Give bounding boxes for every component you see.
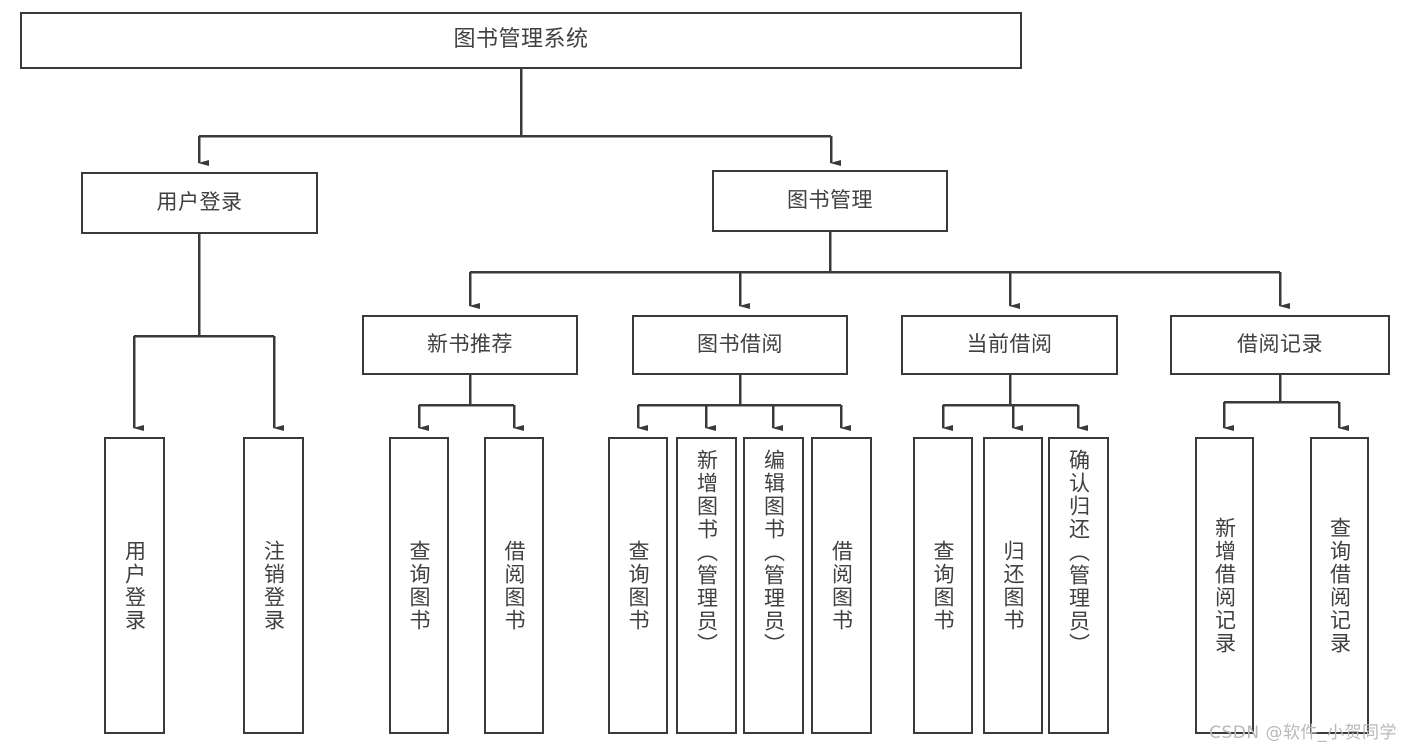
node-label: 编辑图书（管理员） [761,449,786,656]
leaf-book-borrow-edit[interactable]: 编辑图书（管理员） [743,437,804,734]
csdn-watermark: CSDN @软件_小贺同学 [1209,723,1397,743]
node-label: 借阅记录 [1237,332,1323,357]
leaf-book-borrow-borrow[interactable]: 借阅图书 [811,437,872,734]
leaf-borrow-record-add[interactable]: 新增借阅记录 [1195,437,1254,734]
leaf-borrow-record-query[interactable]: 查询借阅记录 [1310,437,1369,734]
node-label: 图书管理 [787,188,873,213]
node-label: 查询图书 [931,539,956,632]
node-label: 新增图书（管理员） [694,449,719,656]
node-book-management[interactable]: 图书管理 [712,170,948,232]
node-current-borrow[interactable]: 当前借阅 [901,315,1118,375]
node-label: 确认归还（管理员） [1066,449,1091,656]
node-label: 查询图书 [626,539,651,632]
node-label: 用户登录 [122,539,147,632]
node-label: 查询图书 [407,539,432,632]
node-root-book-management-system[interactable]: 图书管理系统 [20,12,1022,69]
node-label: 注销登录 [261,539,286,632]
leaf-current-borrow-return[interactable]: 归还图书 [983,437,1043,734]
leaf-user-login-logout[interactable]: 注销登录 [243,437,304,734]
leaf-current-borrow-confirm-return[interactable]: 确认归还（管理员） [1048,437,1109,734]
node-borrow-record[interactable]: 借阅记录 [1170,315,1390,375]
node-new-book-recommend[interactable]: 新书推荐 [362,315,578,375]
node-label: 新书推荐 [427,332,513,357]
leaf-book-borrow-add[interactable]: 新增图书（管理员） [676,437,737,734]
node-label: 用户登录 [156,190,243,215]
node-label: 图书借阅 [697,332,783,357]
node-label: 借阅图书 [502,539,527,632]
node-label: 图书管理系统 [453,27,589,53]
node-label: 新增借阅记录 [1212,516,1237,655]
node-user-login[interactable]: 用户登录 [81,172,318,234]
node-label: 当前借阅 [966,332,1053,357]
node-label: 查询借阅记录 [1327,516,1352,655]
node-label: 归还图书 [1001,539,1026,632]
node-book-borrow[interactable]: 图书借阅 [632,315,848,375]
node-label: 借阅图书 [829,539,854,632]
leaf-user-login-login[interactable]: 用户登录 [104,437,165,734]
leaf-book-borrow-query[interactable]: 查询图书 [608,437,668,734]
leaf-new-book-query[interactable]: 查询图书 [389,437,449,734]
leaf-new-book-borrow[interactable]: 借阅图书 [484,437,544,734]
leaf-current-borrow-query[interactable]: 查询图书 [913,437,973,734]
